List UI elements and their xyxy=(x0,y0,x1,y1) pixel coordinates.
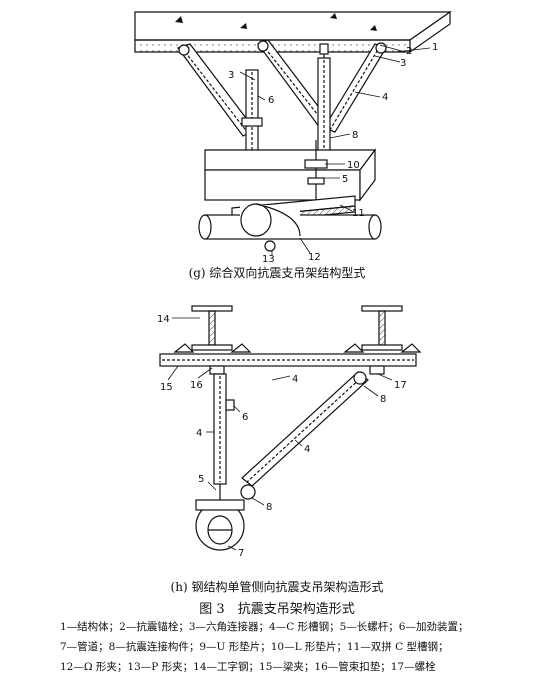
g-label-5: 5 xyxy=(342,174,348,185)
g-label-1: 1 xyxy=(432,42,438,53)
g-label-3b: 3 xyxy=(228,70,234,81)
g-leaders xyxy=(239,44,431,255)
g-label-4: 4 xyxy=(382,92,388,103)
diagonal-brace xyxy=(240,371,369,500)
h-leaders xyxy=(167,317,393,551)
beam-clamp-right-a xyxy=(343,343,365,353)
h-label-8a: 8 xyxy=(380,394,386,405)
diagram-h: 14 15 16 4 17 8 6 4 4 5 8 7 xyxy=(157,305,422,559)
pipe-front xyxy=(240,203,301,237)
legend-line-3: 12—Ω 形夹；13—P 形夹；14—工字钢；15—梁夹；16—管束扣垫；17—… xyxy=(60,661,436,673)
diagram-g: 1 2 3 3 6 4 8 10 5 11 13 12 xyxy=(134,10,452,265)
legend-line-1: 1—结构体；2—抗震锚栓；3—六角连接器；4—C 形槽钢；5—长螺杆；6—加劲装… xyxy=(60,621,469,633)
g-label-11: 11 xyxy=(352,208,365,219)
g-label-12: 12 xyxy=(308,252,321,263)
left-vertical-channel xyxy=(241,69,263,161)
h-label-14: 14 xyxy=(157,314,170,325)
h-label-4b: 4 xyxy=(196,428,202,439)
g-label-6: 6 xyxy=(268,95,274,106)
caption-h: (h) 钢结构单管侧向抗震支吊架构造形式 xyxy=(170,580,384,594)
right-brace xyxy=(323,42,387,133)
h-label-6: 6 xyxy=(242,412,248,423)
duct-box xyxy=(204,148,377,202)
h-label-7: 7 xyxy=(238,548,244,559)
legend-line-2: 7—管道；8—抗震连接构件；9—U 形垫片；10—L 形垫片；11—双拼 C 型… xyxy=(60,641,449,653)
h-label-17: 17 xyxy=(394,380,407,391)
g-label-13: 13 xyxy=(262,254,275,265)
g-label-10: 10 xyxy=(347,160,360,171)
i-beam-right xyxy=(361,305,403,351)
structural-slab xyxy=(134,10,452,54)
i-beam-left xyxy=(191,305,233,351)
l-washer xyxy=(304,159,328,169)
p-clamp xyxy=(264,240,276,252)
caption-g: (g) 综合双向抗震支吊架结构型式 xyxy=(188,266,366,280)
h-label-15: 15 xyxy=(160,382,173,393)
beam-clamp-left-a xyxy=(173,343,195,353)
right-vertical-channel xyxy=(317,43,331,159)
horizontal-channel xyxy=(159,353,417,375)
h-label-4c: 4 xyxy=(304,444,310,455)
g-label-2: 2 xyxy=(406,46,412,57)
h-label-4a: 4 xyxy=(292,374,298,385)
pipe-clamp xyxy=(195,499,245,551)
h-label-8b: 8 xyxy=(266,502,272,513)
g-label-8: 8 xyxy=(352,130,358,141)
figure-title: 图 3 抗震支吊架构造形式 xyxy=(199,602,355,617)
g-label-3a: 3 xyxy=(400,58,406,69)
h-label-16: 16 xyxy=(190,380,203,391)
beam-clamp-right-b xyxy=(400,343,422,353)
h-label-5: 5 xyxy=(198,474,204,485)
beam-clamp-left-b xyxy=(230,343,252,353)
vertical-channel xyxy=(213,373,235,485)
mid-left-brace xyxy=(257,39,331,129)
u-washer xyxy=(307,177,325,185)
